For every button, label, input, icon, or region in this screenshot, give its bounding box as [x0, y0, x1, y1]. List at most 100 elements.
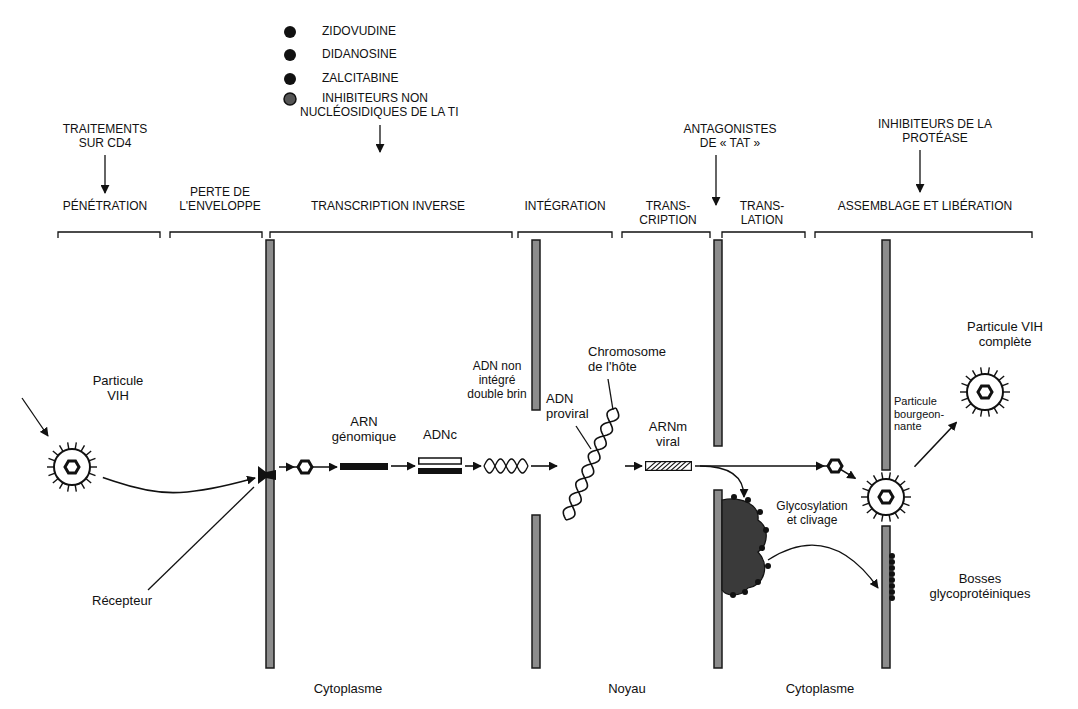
phase-bracket — [518, 232, 612, 238]
process-label: Glycosylation et clivage — [772, 500, 852, 528]
arrowhead — [816, 462, 825, 471]
spike — [68, 485, 69, 492]
ribosome-dot — [730, 592, 736, 598]
dna-strand — [563, 408, 618, 520]
nuclear-membrane — [532, 240, 540, 410]
cell-membrane — [882, 240, 890, 470]
bullet-dot — [284, 73, 296, 85]
rna-strand-shape — [340, 463, 388, 470]
cell-membrane — [882, 526, 890, 668]
spike — [75, 442, 76, 449]
hatch-line — [656, 462, 666, 471]
dna-strand — [484, 459, 528, 473]
hatch-line — [651, 462, 661, 471]
flow-arrow — [391, 465, 415, 467]
spike — [994, 408, 998, 414]
drug-name: ZIDOVUDINE — [322, 25, 452, 39]
spike — [53, 451, 58, 455]
ribosome-dot — [742, 589, 748, 595]
flow-arrow — [531, 465, 557, 467]
treatment-label: ANTAGONISTES DE « TAT » — [675, 123, 785, 151]
glycoprotein-bump — [889, 589, 895, 595]
leader-line — [576, 426, 591, 449]
virus-particle: Particule VIH complète — [955, 316, 1057, 422]
hatch-line — [676, 462, 686, 471]
phase-name: ASSEMBLAGE ET LIBÉRATION — [825, 200, 1025, 214]
spike — [86, 451, 91, 455]
node-label: Particule VIH — [83, 374, 153, 404]
receptor-shape — [258, 466, 276, 484]
spike — [994, 370, 998, 376]
nuclear-membrane — [532, 515, 540, 668]
phase-bracket — [622, 232, 710, 238]
curved-arrow — [768, 545, 878, 588]
virus-spikes — [960, 367, 1010, 416]
spike — [75, 485, 76, 492]
nuclear-membrane — [714, 240, 722, 446]
receptor-shape — [258, 466, 276, 484]
spike — [900, 509, 905, 513]
spike — [973, 370, 977, 376]
phase-name: PÉNÉTRATION — [55, 200, 155, 214]
spike — [53, 479, 58, 483]
ribosome-dot — [765, 563, 771, 569]
cell-membrane — [266, 240, 274, 668]
region-label: Noyau — [587, 682, 667, 697]
receptor: Récepteur — [75, 464, 278, 614]
spike — [889, 472, 890, 479]
glycoprotein-bump — [889, 553, 895, 559]
spike — [895, 475, 899, 481]
spike — [900, 481, 905, 485]
spike — [60, 445, 64, 451]
dna-helix: ADN non intégré double brin — [464, 356, 530, 480]
spike — [60, 483, 64, 489]
treatment-arrow — [919, 150, 920, 192]
viral-capsid — [828, 460, 842, 472]
spike — [903, 503, 910, 505]
spike — [988, 367, 989, 374]
viral-capsid — [978, 386, 992, 398]
cdna-strand-shape — [418, 455, 462, 477]
spike — [81, 483, 85, 489]
spike — [966, 404, 971, 408]
spike — [1002, 398, 1009, 400]
mrna-bar — [646, 462, 692, 471]
nuclear-membrane — [714, 490, 722, 668]
treatment-arrow — [715, 155, 716, 205]
region-label: Cytoplasme — [765, 682, 875, 697]
spike — [68, 442, 69, 449]
curved-arrow — [700, 466, 744, 497]
phase-bracket — [58, 232, 160, 238]
treatment-label: TRAITEMENTS SUR CD4 — [57, 123, 153, 151]
ribosome-dot — [763, 527, 769, 533]
bullet-dot — [284, 26, 296, 38]
ribosome-dot — [759, 545, 765, 551]
glycoprotein-bump — [889, 565, 895, 571]
spike — [90, 466, 97, 467]
treatment-arrow — [379, 125, 380, 152]
node-label: Récepteur — [77, 594, 167, 609]
flow-arrow — [625, 465, 642, 467]
phase-bracket — [270, 232, 512, 238]
spike — [867, 509, 872, 513]
budding-particle-shape — [858, 469, 914, 525]
bullet-dot — [284, 93, 296, 105]
spike — [981, 367, 982, 374]
virus-particle: Particule VIH — [40, 368, 160, 498]
hatch-line — [681, 462, 691, 471]
spike — [889, 515, 890, 522]
spike — [81, 445, 85, 451]
viral-capsid — [879, 491, 893, 503]
node-label: Chromosome de l'hôte — [588, 345, 670, 375]
glycoprotein-bump — [889, 559, 895, 565]
drug-name: DIDANOSINE — [322, 48, 452, 62]
endoplasmic-reticulum — [722, 499, 766, 595]
virus-envelope — [967, 374, 1003, 410]
cdna-strand: ADNc — [412, 420, 468, 479]
dna-helix-shape — [484, 456, 528, 476]
region-label: Cytoplasme — [293, 682, 403, 697]
spike — [973, 408, 977, 414]
